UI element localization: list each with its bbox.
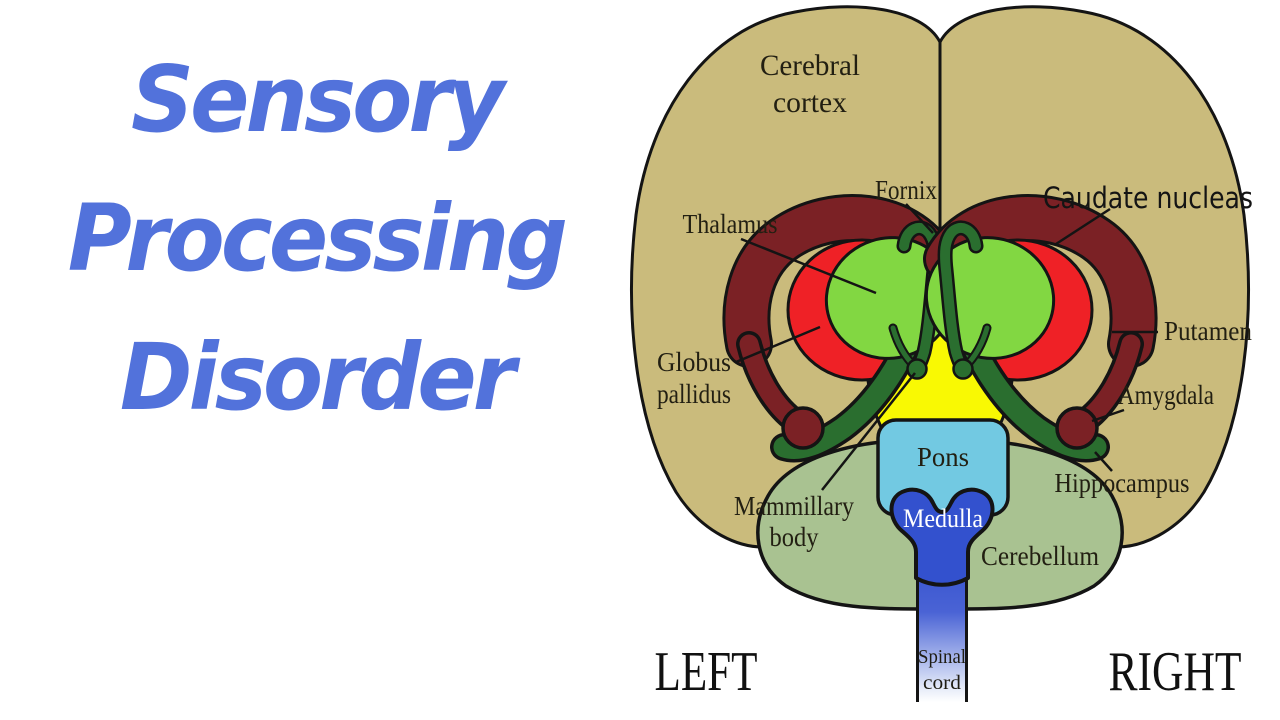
leader-lines bbox=[735, 203, 1158, 491]
pons-label: Pons bbox=[917, 442, 969, 472]
spinal-cord-label-line2: cord bbox=[923, 672, 961, 694]
title-line-3: Disorder bbox=[119, 324, 516, 431]
hippocampus-leader bbox=[1094, 451, 1113, 472]
mammillary-leader bbox=[821, 372, 916, 491]
page-title: Sensory Processing Disorder bbox=[16, 30, 616, 447]
medulla-region bbox=[889, 487, 995, 587]
left-orientation-label: LEFT bbox=[655, 641, 758, 703]
caudate-nucleus-label: Caudate nucleas bbox=[1043, 181, 1253, 215]
mammillary-body-label-line2: body bbox=[770, 522, 819, 552]
labels: Cerebral cortex Fornix Caudate nucleas T… bbox=[655, 49, 1254, 703]
fornix-leader bbox=[905, 203, 934, 234]
caudate-arc bbox=[725, 197, 954, 365]
thalamus-label: Thalamus bbox=[683, 209, 778, 239]
caudate-leader bbox=[1055, 207, 1111, 246]
medulla-label: Medulla bbox=[903, 504, 983, 533]
cerebral-cortex-label-line1: Cerebral bbox=[760, 49, 860, 82]
cerebellum-label: Cerebellum bbox=[981, 541, 1099, 571]
right-orientation-label: RIGHT bbox=[1109, 641, 1242, 703]
thalamus-leader bbox=[740, 237, 877, 295]
fornix-label: Fornix bbox=[875, 175, 937, 205]
spinal-cord-label-line1: Spinal bbox=[918, 646, 966, 668]
cerebral-cortex-label-line2: cortex bbox=[773, 86, 847, 119]
mammillary-body-label-line1: Mammillary bbox=[734, 491, 854, 521]
putamen-label: Putamen bbox=[1164, 316, 1252, 346]
mammillary-body-region bbox=[906, 358, 928, 380]
amygdala-leader bbox=[1091, 408, 1125, 423]
amygdala-region bbox=[781, 406, 825, 450]
globus-leader bbox=[735, 325, 821, 364]
title-line-1: Sensory bbox=[131, 46, 505, 153]
title-line-2: Processing bbox=[67, 185, 568, 292]
globus-pallidus-label-line1: Globus bbox=[657, 347, 731, 377]
amygdala-label: Amygdala bbox=[1118, 380, 1214, 410]
globus-pallidus-label-line2: pallidus bbox=[657, 379, 731, 409]
hippocampus-label: Hippocampus bbox=[1055, 468, 1190, 498]
